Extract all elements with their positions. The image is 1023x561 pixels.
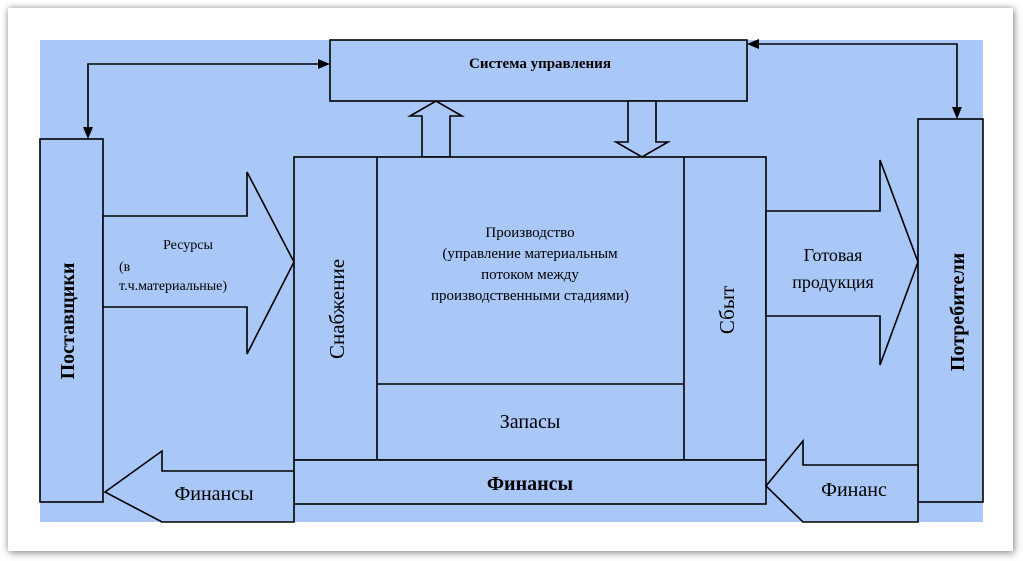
system-consumers-line xyxy=(757,43,958,110)
finance-right-arrow xyxy=(764,438,919,523)
stocks-label: Запасы xyxy=(500,411,561,433)
finance-right-label: Финанс xyxy=(821,479,887,501)
finance-main-label: Финансы xyxy=(487,473,574,495)
resources-arrow xyxy=(102,171,295,355)
production-label-line1: Производство xyxy=(485,225,574,241)
consumers-box xyxy=(917,118,984,503)
finance-left-label: Финансы xyxy=(174,483,253,505)
supply-label: Снабжение xyxy=(325,259,349,359)
production-label-line4: производственными стадиями) xyxy=(431,288,629,304)
control-system-box xyxy=(329,39,748,102)
product-label-line1: Готовая xyxy=(804,245,863,265)
arrowhead-to-suppliers xyxy=(83,127,93,139)
suppliers-system-line xyxy=(87,63,322,130)
suppliers-box xyxy=(39,138,104,503)
resources-label-line1: Ресурсы xyxy=(163,238,213,253)
finance-bar xyxy=(293,459,767,505)
production-label-line3: потоком между xyxy=(481,267,579,283)
finance-left-arrow xyxy=(103,449,295,523)
enterprise-box xyxy=(293,156,767,461)
up-arrow-to-system xyxy=(407,100,465,158)
arrowhead-to-consumers xyxy=(952,107,962,119)
arrowhead-to-system-right xyxy=(747,39,759,49)
control-system-label: Система управления xyxy=(469,56,611,72)
product-label-line2: продукция xyxy=(792,272,874,292)
arrowhead-to-system-left xyxy=(318,59,330,69)
resources-label-line3: т.ч.материальные) xyxy=(119,279,227,294)
product-arrow xyxy=(765,159,919,366)
down-arrow-from-system xyxy=(613,100,671,158)
sales-label: Сбыт xyxy=(715,286,739,334)
production-label-line2: (управление материальным xyxy=(442,246,618,262)
suppliers-label: Поставщики xyxy=(57,263,79,380)
resources-label-line2: (в xyxy=(119,260,131,275)
consumers-label: Потребители xyxy=(947,253,969,371)
